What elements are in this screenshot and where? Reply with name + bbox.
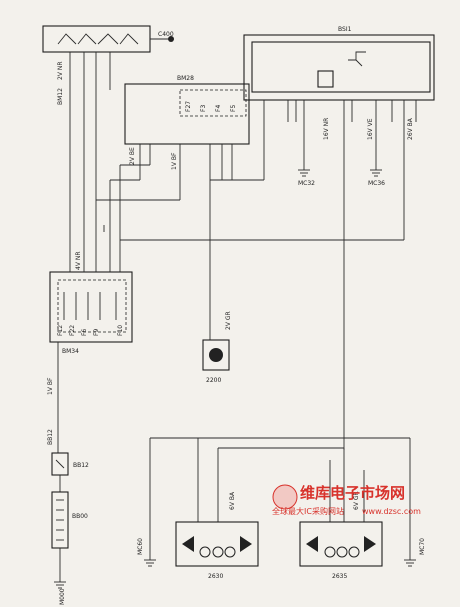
label-w-2v-be: 2V BE: [129, 147, 136, 165]
component-c400: C400 2V NR BM12: [42, 25, 174, 232]
label-f12: F12: [57, 325, 64, 336]
label-m000: M000: [59, 588, 66, 605]
ground-mc36: MC36: [368, 169, 385, 187]
label-bb12: BB12: [73, 462, 89, 469]
component-bb12: BB12 BB12: [47, 429, 89, 492]
component-bm28: BM28 F27 F3 F4 F5 2V BE 1V BF: [124, 75, 260, 200]
label-bm34: BM34: [62, 348, 79, 355]
label-f9: F9: [93, 329, 100, 336]
label-2200: 2200: [206, 377, 221, 384]
ground-mc70: MC70: [404, 538, 426, 567]
label-w-4v-nr: 4V NR: [75, 252, 82, 271]
label-w-16v-vr: 16V VE: [367, 118, 374, 140]
label-bm28: BM28: [177, 75, 194, 82]
label-f22: F22: [69, 325, 76, 336]
component-2200: 2V GR 2200: [202, 180, 232, 384]
label-w-2v-nr: 2V NR: [57, 62, 64, 81]
label-f5: F5: [230, 105, 237, 112]
watermark: 维库电子市场网 全球最大IC采购网站 www.dzsc.com: [272, 484, 421, 516]
label-bsi1: BSI1: [338, 26, 352, 33]
label-f4: F4: [215, 105, 222, 112]
watermark-site: www.dzsc.com: [362, 507, 421, 516]
ground-mc60: MC60: [137, 538, 156, 567]
label-w-6v-gr: 6V GR: [353, 491, 360, 510]
label-2635: 2635: [332, 573, 347, 580]
label-w-2v-gr: 2V GR: [225, 311, 232, 330]
label-w-6v-ba: 6V BA: [229, 491, 236, 510]
ground-m000: M000: [54, 581, 66, 605]
label-w-26v-ba: 26V BA: [407, 117, 414, 140]
component-bsi1: BSI1 16V NR 16V VE 26V BA: [210, 26, 435, 450]
watermark-subtitle: 全球最大IC采购网站: [272, 506, 344, 516]
component-2635: 2635: [299, 521, 383, 580]
label-w-1v-bf2: 1V BF: [47, 377, 54, 395]
component-bb00: BB00: [51, 491, 88, 582]
label-f10: F10: [117, 325, 124, 336]
label-w-bm12: BM12: [57, 88, 64, 105]
label-f3: F3: [200, 105, 207, 112]
component-2630: 2630: [175, 521, 259, 580]
ground-mc32: MC32: [298, 169, 315, 187]
watermark-title: 维库电子市场网: [300, 484, 405, 502]
label-mc36: MC36: [368, 180, 385, 187]
label-w-bb12: BB12: [47, 429, 54, 445]
harness-rear: 6V BA 6V GR: [149, 437, 411, 560]
harness-wiring: 4V NR: [75, 110, 404, 270]
label-mc70: MC70: [419, 538, 426, 555]
label-c400: C400: [158, 31, 174, 38]
component-bm34: F12 F22 F6 F9 F10 BM34 1V BF: [47, 232, 133, 450]
label-w-16v-nr: 16V NR: [323, 118, 330, 140]
label-f6: F6: [81, 329, 88, 336]
label-f27: F27: [185, 101, 192, 112]
label-mc32: MC32: [298, 180, 315, 187]
label-w-1v-bf: 1V BF: [171, 152, 178, 170]
label-2630: 2630: [208, 573, 223, 580]
label-mc60: MC60: [137, 538, 144, 555]
label-bb00: BB00: [72, 513, 88, 520]
